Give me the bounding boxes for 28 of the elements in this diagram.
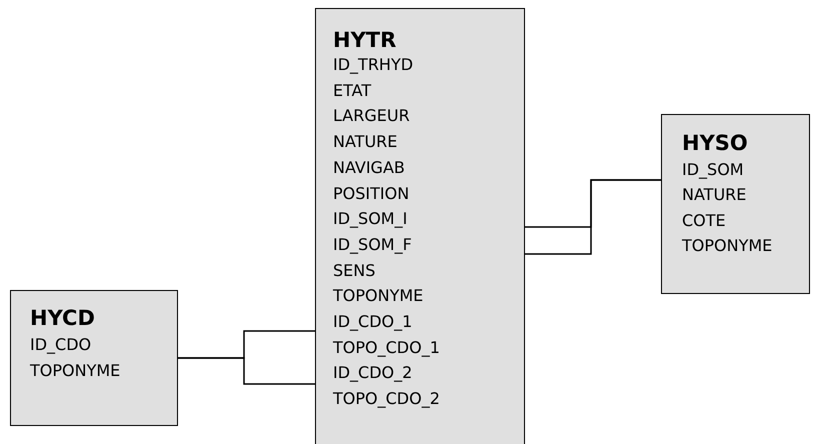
field-name: COTE: [682, 210, 726, 231]
table-name: HYSO: [682, 130, 748, 156]
field-name: NAVIGAB: [333, 158, 405, 178]
field-name: ID_SOM: [682, 160, 744, 180]
table-name: HYCD: [30, 305, 95, 331]
field-name: TOPONYME: [333, 286, 424, 306]
field-name: ID_TRHYD: [333, 55, 414, 75]
table-box: [315, 8, 525, 444]
field-name: LARGEUR: [333, 106, 410, 126]
field-name: NATURE: [333, 132, 398, 152]
field-name: ID_SOM_I: [333, 209, 408, 230]
field-name: ID_CDO: [30, 335, 92, 355]
field-name: ID_CDO_1: [333, 312, 412, 332]
table-box: [10, 290, 178, 426]
connector-line: [178, 357, 315, 385]
table-box: [661, 114, 810, 294]
field-name: NATURE: [682, 185, 746, 206]
field-name: ID_CDO_2: [333, 363, 412, 384]
table-name: HYTR: [333, 27, 396, 53]
field-name: ID_SOM_F: [333, 234, 412, 255]
field-name: ETAT: [333, 80, 372, 101]
field-name: TOPO_CDO_2: [333, 389, 440, 410]
field-name: TOPONYME: [682, 236, 772, 256]
field-name: SENS: [333, 260, 376, 281]
connector-line: [525, 179, 661, 255]
field-name: POSITION: [333, 184, 410, 204]
field-name: TOPO_CDO_1: [333, 338, 440, 358]
field-name: TOPONYME: [30, 361, 120, 381]
